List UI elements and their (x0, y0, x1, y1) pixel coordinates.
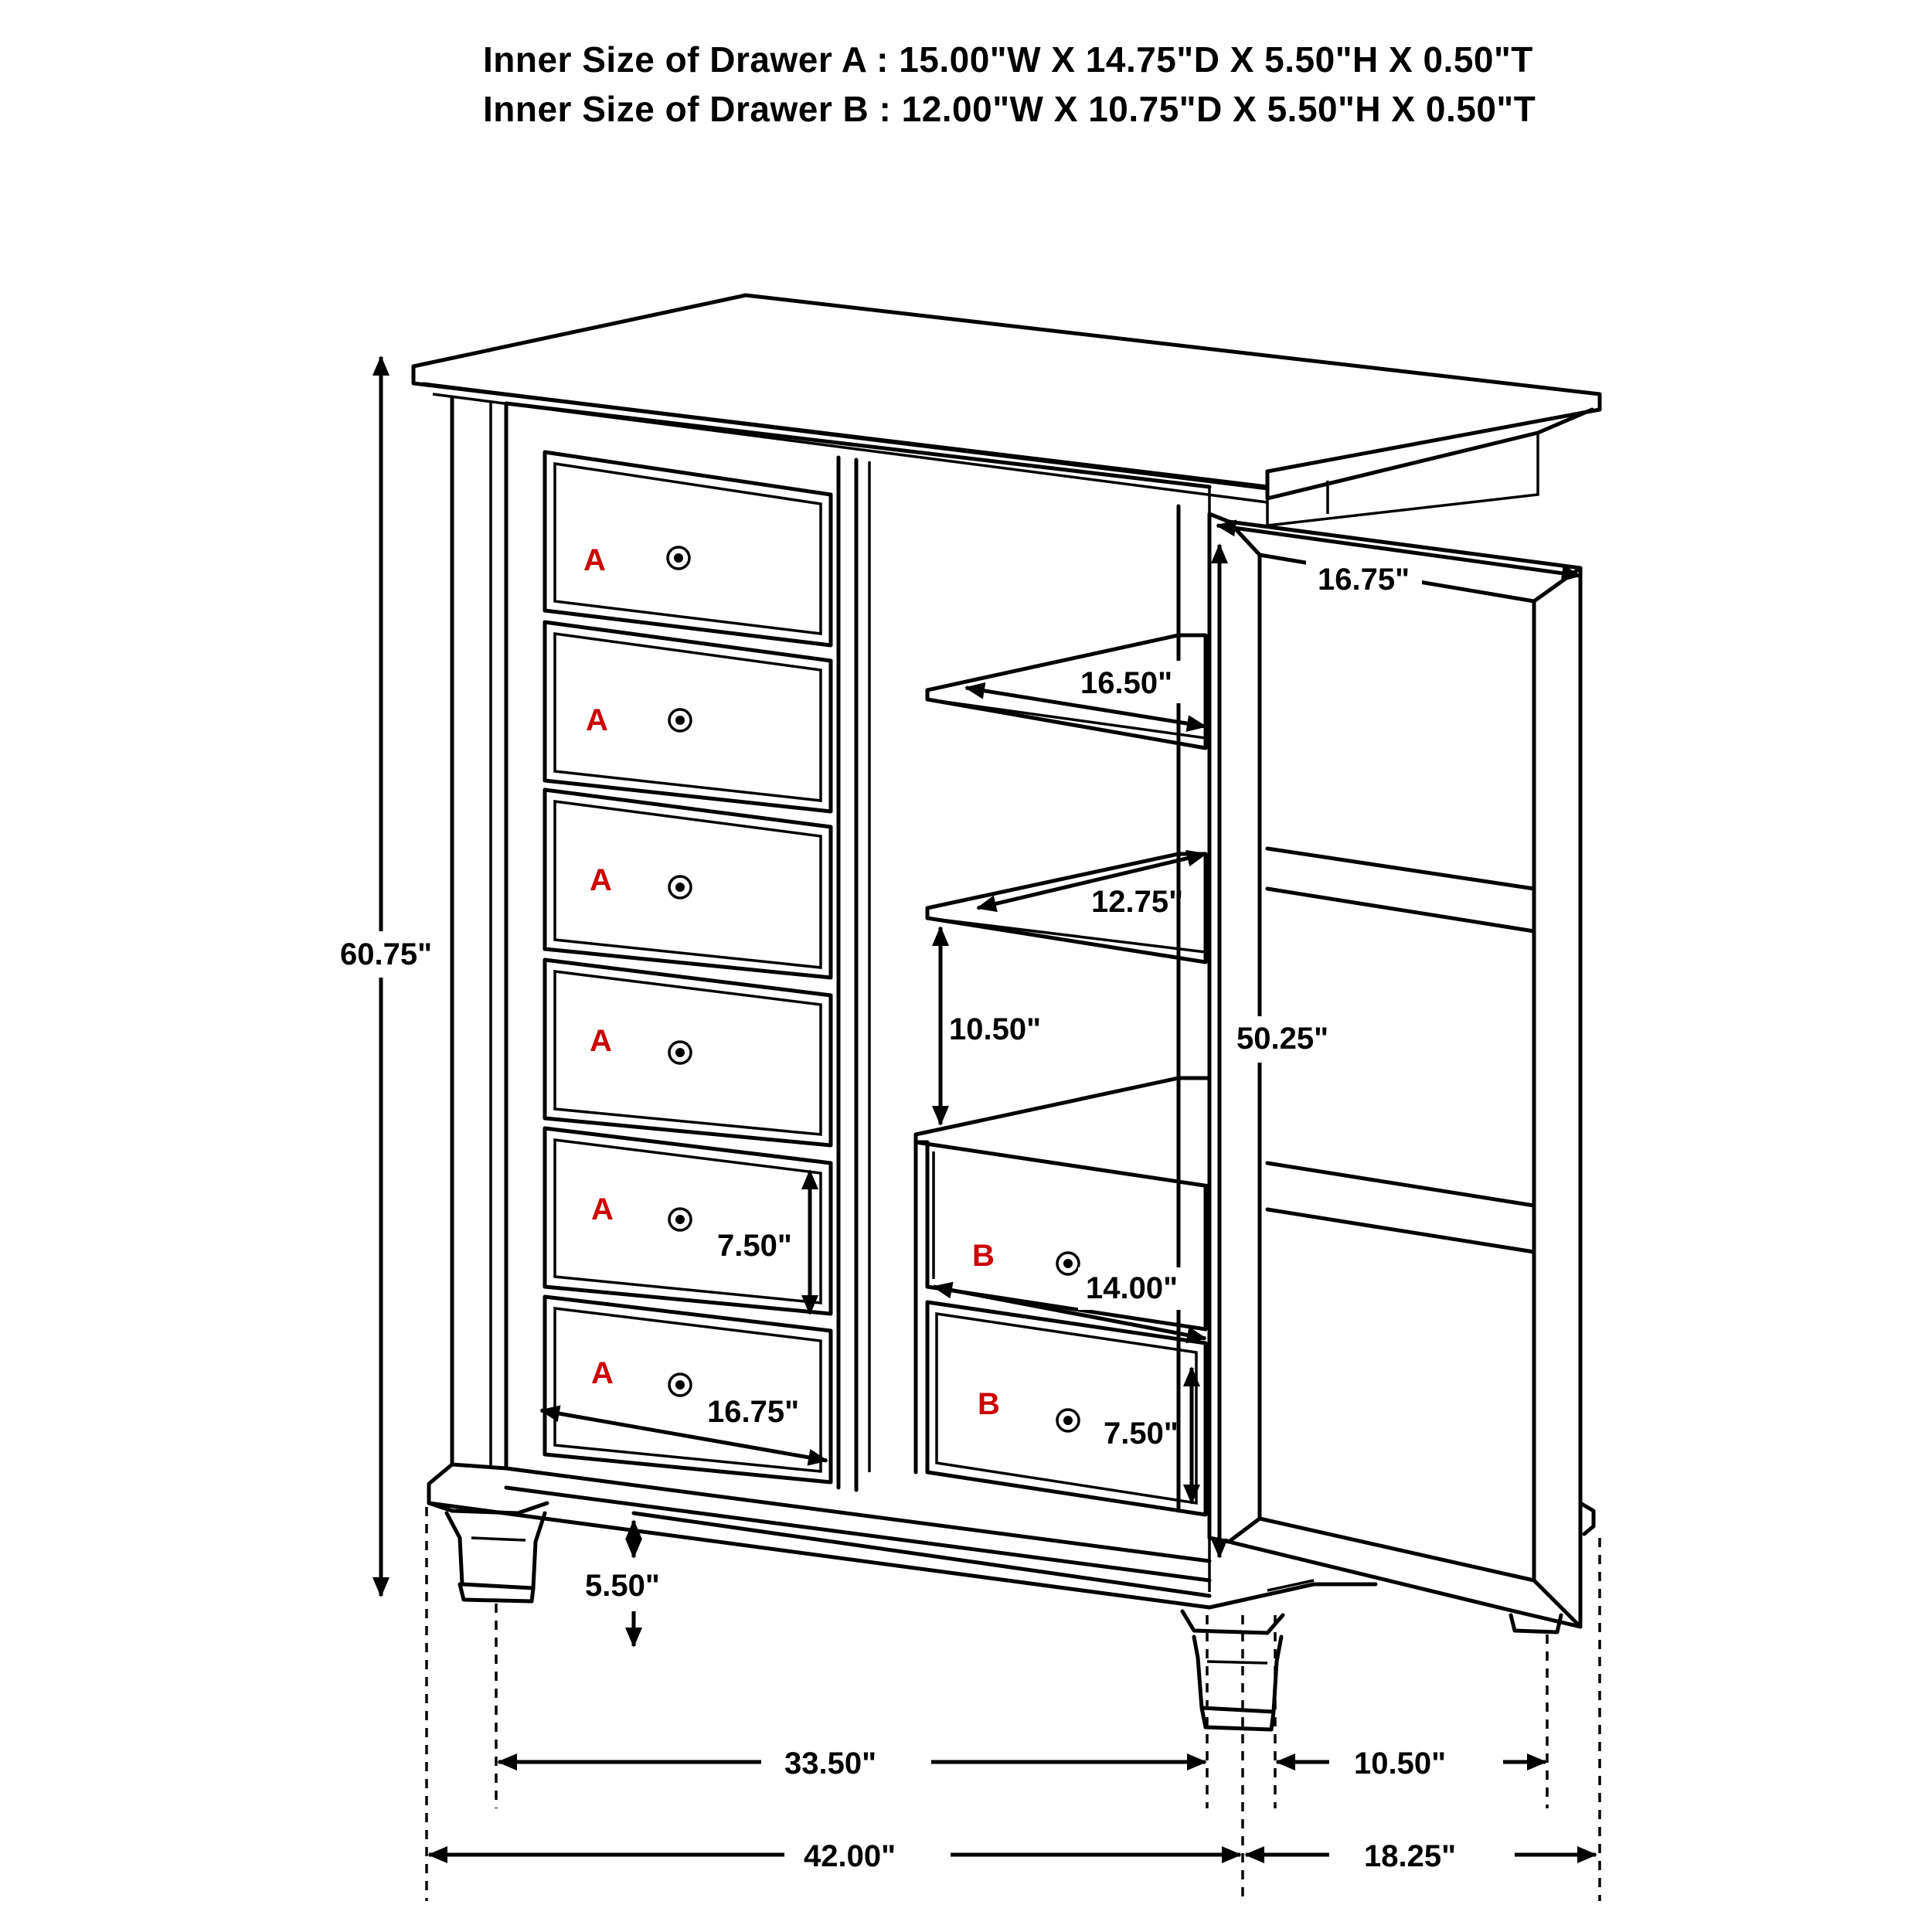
drawer-a-5 (543, 1126, 833, 1316)
drawer-label-b: B (972, 1239, 995, 1273)
shelf-bottom (913, 1076, 1212, 1189)
dimension-line-shelf-top (964, 682, 1207, 733)
knob-icon (668, 708, 692, 733)
dim-overall-depth: 18.25" (1364, 1839, 1456, 1873)
extension-lines (425, 1507, 1601, 1901)
drawer-b-spec: Inner Size of Drawer B : 12.00"W X 10.75… (483, 89, 1536, 129)
drawer-a-3 (543, 787, 833, 980)
dim-overall-height: 60.75" (340, 937, 432, 971)
dim-drawer-b-height: 7.50" (1104, 1417, 1179, 1451)
knob-icon (1056, 1251, 1080, 1276)
knob-icons (666, 546, 1080, 1433)
leg-front-left (427, 1501, 549, 1604)
knob-icon (666, 546, 691, 570)
drawer-a-1 (543, 450, 833, 648)
drawer-stack-a (543, 450, 833, 1485)
dimension-line-shelf-middle (976, 849, 1207, 913)
dim-shelf-spacing: 10.50" (949, 1012, 1041, 1046)
drawer-label-a: A (586, 703, 608, 737)
dim-door-open-depth: 10.50" (1354, 1747, 1446, 1781)
dim-drawer-a-height: 7.50" (717, 1229, 792, 1263)
drawer-label-a: A (590, 1024, 612, 1058)
knob-icon (668, 1040, 692, 1065)
dim-leg-height: 5.50" (585, 1569, 660, 1603)
drawer-a-4 (543, 957, 833, 1148)
dim-drawer-a-width: 16.75" (707, 1395, 799, 1429)
cabinet-top (411, 293, 1602, 504)
leg-front-right (1180, 1609, 1285, 1732)
knob-icon (668, 1372, 692, 1397)
dim-shelf-depth-middle: 12.75" (1091, 885, 1183, 919)
drawer-label-a: A (590, 863, 612, 897)
drawer-b-1 (913, 1140, 1208, 1475)
drawer-label-a: A (583, 543, 606, 577)
dimension-line-drawer-b-width (932, 1281, 1207, 1344)
drawer-label-a: A (591, 1356, 614, 1390)
dimension-line-door-width (1216, 519, 1582, 582)
knob-icon (668, 875, 692, 900)
dimension-line-drawer-a-width (539, 1405, 828, 1466)
dim-shelf-depth-top: 16.50" (1080, 666, 1172, 700)
drawer-a-6 (543, 1294, 833, 1485)
dim-door-height: 50.25" (1236, 1022, 1328, 1056)
dim-drawer-b-width: 14.00" (1086, 1271, 1178, 1305)
dim-inner-width: 33.50" (784, 1747, 876, 1781)
drawer-label-a: A (591, 1192, 614, 1226)
dim-door-width: 16.75" (1318, 563, 1410, 597)
knob-icon (1056, 1408, 1080, 1433)
drawer-a-2 (543, 620, 833, 814)
drawer-a-spec: Inner Size of Drawer A : 15.00"W X 14.75… (483, 39, 1533, 80)
dim-overall-width: 42.00" (804, 1839, 896, 1873)
open-door (1207, 512, 1583, 1629)
knob-icon (668, 1207, 692, 1232)
drawer-label-b: B (978, 1387, 1000, 1421)
